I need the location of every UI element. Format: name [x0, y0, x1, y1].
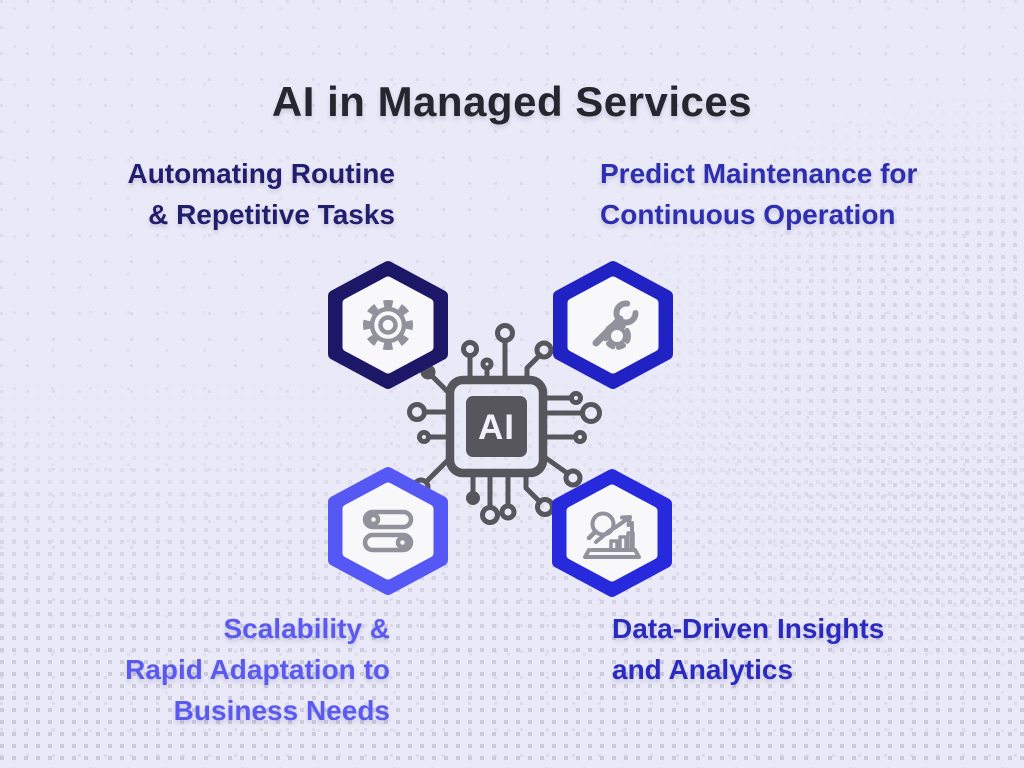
label-line: & Repetitive Tasks — [148, 199, 395, 230]
hexagon-node-automation — [328, 261, 448, 389]
chart-icon — [583, 511, 641, 559]
page-title: AI in Managed Services — [271, 78, 753, 126]
hexagon-node-scalability — [328, 467, 448, 595]
gear-icon — [363, 300, 413, 350]
label-automation: Automating Routine & Repetitive Tasks — [60, 153, 395, 235]
label-line: Rapid Adaptation to — [125, 654, 390, 685]
chip-body — [466, 396, 527, 457]
label-line: and Analytics — [612, 654, 794, 685]
label-line: Business Needs — [173, 695, 390, 726]
label-line: Data-Driven Insights — [612, 613, 885, 644]
label-scalability: Scalability & Rapid Adaptation to Busine… — [55, 608, 390, 731]
label-line: Predict Maintenance for — [600, 158, 918, 189]
label-line: Scalability & — [223, 613, 390, 644]
hexagon-inner — [342, 276, 434, 374]
hexagon-node-maintenance — [553, 261, 673, 389]
hexagon-inner — [342, 482, 434, 580]
label-line: Continuous Operation — [600, 199, 896, 230]
label-maintenance: Predict Maintenance for Continuous Opera… — [600, 153, 980, 235]
toggles-icon — [362, 509, 414, 553]
chip-label: AI — [478, 408, 515, 447]
chip-outer-frame — [445, 375, 548, 478]
ai-chip-icon: AI — [407, 323, 602, 525]
hexagon-inner — [566, 484, 658, 582]
label-line: Automating Routine — [127, 158, 395, 189]
wrench-icon — [592, 300, 639, 350]
label-analytics: Data-Driven Insights and Analytics — [612, 608, 952, 690]
hexagon-node-analytics — [552, 469, 672, 597]
